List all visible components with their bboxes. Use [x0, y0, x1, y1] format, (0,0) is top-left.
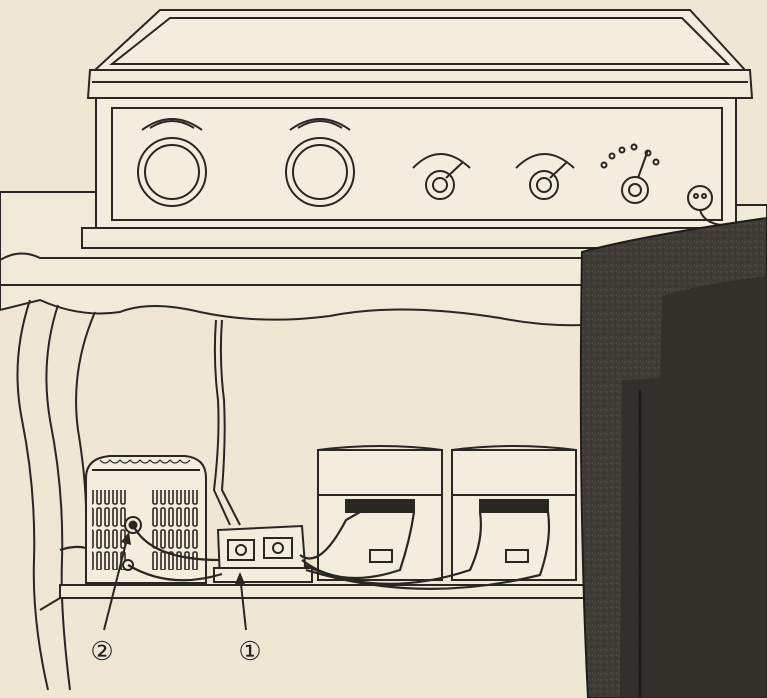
- callout-1-label: ①: [238, 637, 261, 667]
- battery-box-right: [452, 446, 576, 580]
- power-unit: [86, 456, 206, 583]
- callout-2-label: ②: [90, 637, 113, 667]
- loudspeaker-cabinet: [581, 218, 767, 698]
- radio-receiver: [82, 10, 760, 248]
- terminal-block: [214, 526, 312, 582]
- battery-box-left: [318, 446, 442, 580]
